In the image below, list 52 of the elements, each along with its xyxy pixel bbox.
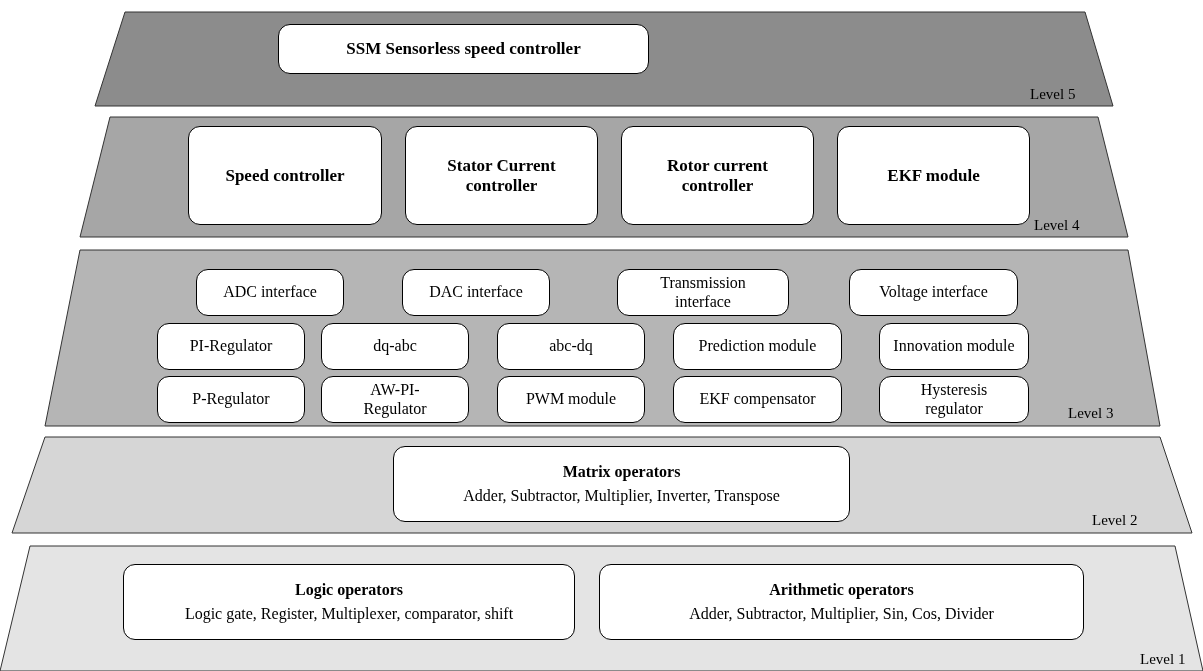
module-label: Hysteresis regulator: [919, 381, 989, 418]
module-label: Transmission interface: [659, 274, 747, 311]
module-description: Adder, Subtractor, Multiplier, Sin, Cos, Divider: [689, 605, 994, 624]
module-box: [321, 376, 469, 423]
module-label: Stator Current controller: [446, 155, 557, 196]
module-label: PWM module: [525, 390, 617, 409]
module-box: [402, 269, 550, 316]
module-label: AW-PI-Regulator: [362, 381, 428, 418]
module-box: [393, 446, 850, 522]
module-label: DAC interface: [429, 283, 523, 302]
module-label: Speed controller: [225, 165, 345, 186]
module-box: [673, 323, 842, 370]
module-description: Adder, Subtractor, Multiplier, Inverter, Transpose: [463, 487, 780, 506]
module-box: [497, 323, 645, 370]
module-label: ADC interface: [223, 283, 317, 302]
module-box: [849, 269, 1018, 316]
module-box: [123, 564, 575, 640]
module-label: EKF compensator: [699, 390, 816, 409]
module-box: [497, 376, 645, 423]
module-box: [673, 376, 842, 423]
module-box: [405, 126, 598, 225]
module-label: Rotor current controller: [666, 155, 769, 196]
module-box: [879, 323, 1029, 370]
level-label: Level 5: [1030, 86, 1076, 103]
module-box: [599, 564, 1084, 640]
module-box: [157, 376, 305, 423]
module-heading: Arithmetic operators: [769, 580, 914, 599]
module-label: EKF module: [887, 165, 980, 186]
level-label: Level 3: [1068, 405, 1114, 422]
module-box: [321, 323, 469, 370]
module-box: [278, 24, 649, 74]
module-box: [617, 269, 789, 316]
module-label: abc-dq: [549, 337, 593, 356]
module-label: Prediction module: [698, 337, 817, 356]
module-heading: Matrix operators: [562, 462, 681, 481]
module-box: [621, 126, 814, 225]
level-label: Level 1: [1140, 651, 1186, 668]
module-description: Logic gate, Register, Multiplexer, comparator, shift: [184, 605, 514, 624]
module-label: PI-Regulator: [189, 337, 273, 356]
module-box: [157, 323, 305, 370]
module-box: [196, 269, 344, 316]
module-box: [188, 126, 382, 225]
module-label: dq-abc: [373, 337, 417, 356]
level-label: Level 2: [1092, 512, 1138, 529]
module-box: [837, 126, 1030, 225]
module-heading: Logic operators: [295, 580, 403, 599]
module-box: [879, 376, 1029, 423]
module-label: Voltage interface: [879, 283, 988, 302]
module-label: P-Regulator: [192, 390, 270, 409]
level-label: Level 4: [1034, 217, 1080, 234]
module-label: Innovation module: [893, 337, 1015, 356]
module-label: SSM Sensorless speed controller: [346, 39, 581, 59]
